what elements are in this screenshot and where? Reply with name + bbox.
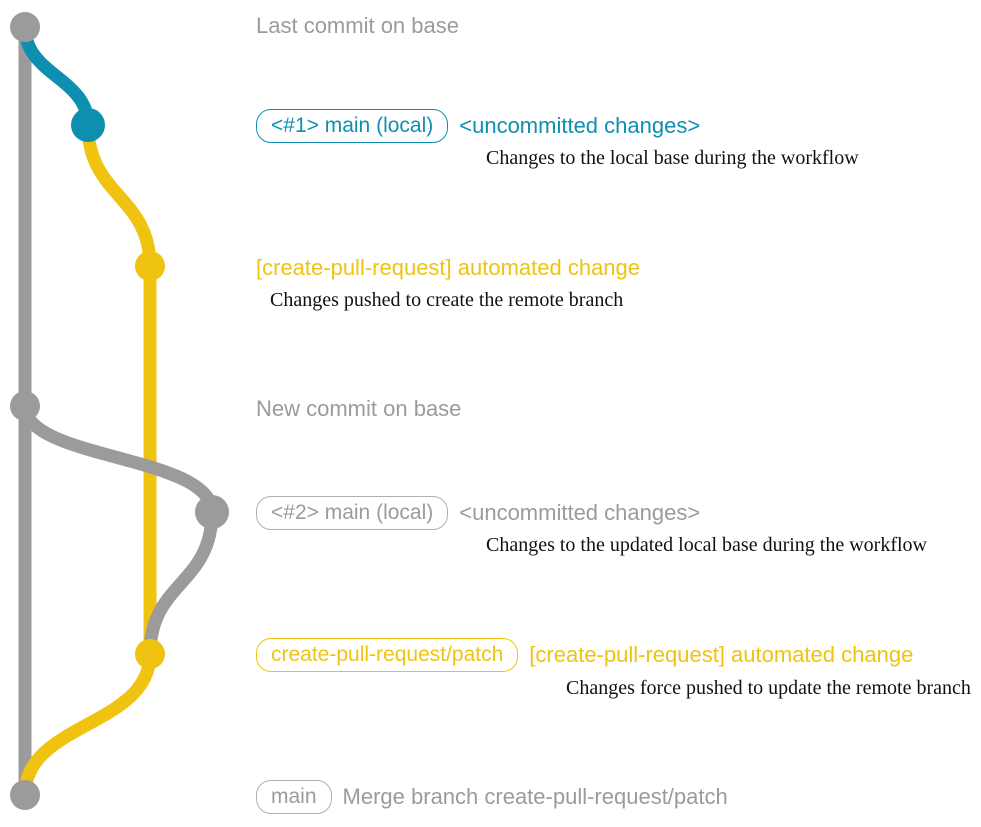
commit-subject: [create-pull-request] automated change	[256, 255, 641, 280]
commit-subject: New commit on base	[256, 396, 462, 421]
commit-description: Changes pushed to create the remote bran…	[270, 289, 624, 311]
node-base-head	[10, 12, 40, 42]
edge-local2-to-patch2	[143, 505, 219, 661]
commit-nodes	[10, 12, 229, 810]
commit-subject: <uncommitted changes>	[459, 113, 701, 138]
node-local-commit-2	[195, 495, 229, 529]
commit-row-new-commit-on-base: New commit on base	[256, 398, 461, 420]
ref-badge-main-local-1[interactable]: <#1> main (local)	[256, 109, 449, 143]
commit-subject: Merge branch create-pull-request/patch	[342, 784, 728, 809]
edge-local1-to-patch1	[81, 118, 157, 273]
ref-badge-main[interactable]: main	[256, 780, 332, 814]
commit-row-local-commit-2: <#2> main (local) <uncommitted changes>	[256, 496, 700, 530]
commit-row-last-commit-on-base: Last commit on base	[256, 15, 459, 37]
commit-row-merge-commit: main Merge branch create-pull-request/pa…	[256, 780, 728, 814]
ref-badge-create-pull-request-patch[interactable]: create-pull-request/patch	[256, 638, 519, 672]
commit-subject: <uncommitted changes>	[459, 500, 701, 525]
commit-row-local-commit-1: <#1> main (local) <uncommitted changes>	[256, 109, 700, 143]
edge-base-to-local-1	[18, 20, 95, 132]
edge-patch2-to-merge	[18, 647, 157, 802]
edge-base-to-local-2	[18, 399, 219, 519]
commit-subject: Last commit on base	[256, 13, 459, 38]
node-local-commit-1	[71, 108, 105, 142]
node-patch-commit-1	[135, 251, 165, 281]
commit-row-patch-commit-2: create-pull-request/patch [create-pull-r…	[256, 638, 913, 672]
commit-description: Changes to the updated local base during…	[486, 534, 927, 556]
commit-description: Changes to the local base during the wor…	[486, 147, 859, 169]
commit-row-patch-commit-1: [create-pull-request] automated change	[256, 257, 640, 279]
node-merge-commit	[10, 780, 40, 810]
commit-description: Changes force pushed to update the remot…	[566, 677, 971, 699]
node-base-new-commit	[10, 391, 40, 421]
node-patch-commit-2	[135, 639, 165, 669]
commit-subject: [create-pull-request] automated change	[529, 642, 914, 667]
ref-badge-main-local-2[interactable]: <#2> main (local)	[256, 496, 449, 530]
